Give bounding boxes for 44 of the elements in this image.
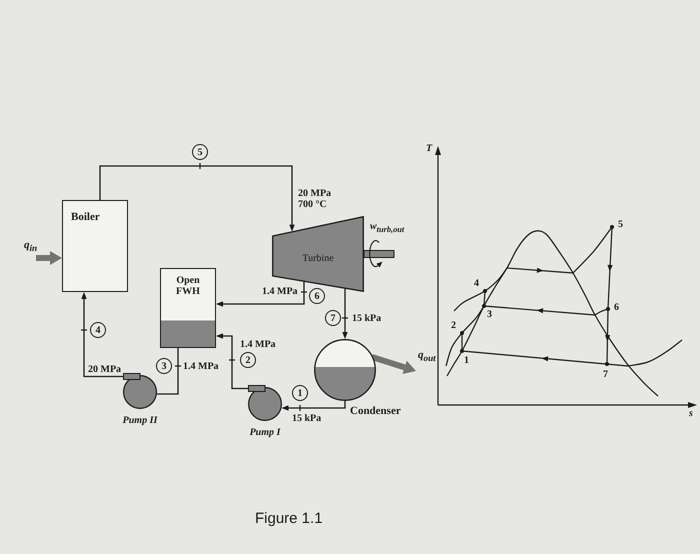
state-number: 1 <box>292 385 308 401</box>
state-number: 4 <box>90 322 106 338</box>
heat-flow-arrow <box>36 251 62 265</box>
component-label: Open FWH <box>175 275 201 297</box>
work-output-label: w$_{turb,out}$ <box>370 221 404 235</box>
state-number: 2 <box>240 352 256 368</box>
state-point-label: 3 <box>487 309 492 320</box>
arrow-label: q$_{out}$ <box>418 350 436 364</box>
arrow-label: q$_{in}$ <box>24 240 38 254</box>
state-point-label: 4 <box>474 278 479 289</box>
state-number: 3 <box>156 358 172 374</box>
pipe-arrow <box>282 401 346 411</box>
pressure-label: 15 kPa <box>292 413 322 424</box>
pressure-label: 1.4 MPa <box>240 339 276 350</box>
component-label: Boiler <box>71 211 100 223</box>
pipe-arrow <box>216 333 248 390</box>
component-label: Pump II <box>122 415 158 426</box>
state-number: 7 <box>325 310 341 326</box>
pipe-line <box>157 348 181 395</box>
axis-label: T <box>426 143 432 154</box>
pipe-arrow <box>216 282 307 307</box>
pipe-arrow <box>81 292 124 378</box>
pressure-label: 20 MPa <box>88 364 122 375</box>
component-label: Turbine <box>302 253 334 264</box>
pressure-label: 1.4 MPa <box>183 361 219 372</box>
component-label: Condenser <box>350 405 401 417</box>
pipe-arrow <box>342 288 348 339</box>
state-point-label: 1 <box>464 355 469 366</box>
state-point-label: 5 <box>618 219 623 230</box>
state-point-label: 6 <box>614 302 619 313</box>
state-number: 6 <box>309 288 325 304</box>
state-point-label: 7 <box>603 369 608 380</box>
state-conditions-label: 20 MPa 700 °C <box>298 188 332 210</box>
heat-flow-arrow <box>371 354 416 374</box>
pressure-label: 15 kPa <box>352 313 382 324</box>
axis-label: s <box>689 408 693 419</box>
component-label: Pump I <box>250 427 280 438</box>
boiler-box <box>62 200 128 292</box>
figure-caption: Figure 1.1 <box>255 510 323 528</box>
pressure-label: 1.4 MPa <box>262 286 298 297</box>
feedwater-heater-tank <box>160 268 216 348</box>
pipe-arrow <box>99 163 295 232</box>
state-number: 5 <box>192 144 208 160</box>
state-point-label: 2 <box>451 320 456 331</box>
